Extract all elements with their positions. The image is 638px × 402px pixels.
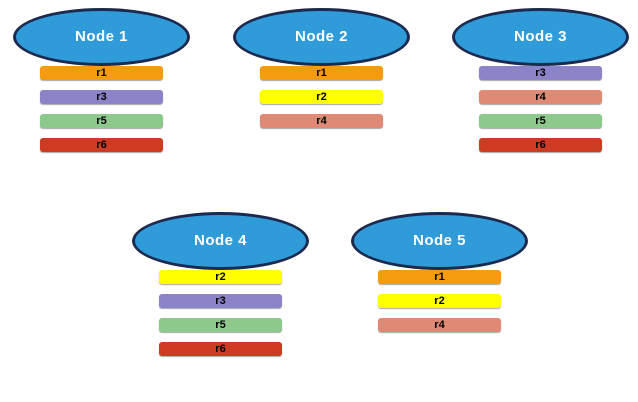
replica-label: r2 — [215, 270, 226, 283]
replica-bar[interactable]: r4 — [479, 90, 602, 104]
replica-label: r4 — [316, 114, 327, 127]
cylinder-top: Node 4 — [132, 212, 309, 270]
replica-label: r1 — [316, 66, 327, 79]
cylinder-top: Node 3 — [452, 8, 629, 66]
replica-label: r2 — [434, 294, 445, 307]
node-title: Node 1 — [74, 27, 128, 45]
replica-label: r3 — [96, 90, 107, 103]
replica-bar[interactable]: r3 — [40, 90, 163, 104]
node-cylinder-4[interactable]: Node 4 r2 r3 r5 r6 — [132, 212, 309, 384]
replica-label: r6 — [535, 138, 546, 151]
replica-bar[interactable]: r2 — [260, 90, 383, 104]
replica-label: r1 — [96, 66, 107, 79]
node-title: Node 2 — [294, 27, 348, 45]
replica-label: r2 — [316, 90, 327, 103]
replica-list: r3 r4 r5 r6 — [452, 66, 629, 152]
node-title: Node 3 — [513, 27, 567, 45]
cylinder-top: Node 1 — [13, 8, 190, 66]
node-title: Node 5 — [412, 231, 466, 249]
node-title: Node 4 — [193, 231, 247, 249]
replica-label: r3 — [535, 66, 546, 79]
replica-bar[interactable]: r1 — [40, 66, 163, 80]
replica-label: r4 — [434, 318, 445, 331]
replica-bar[interactable]: r6 — [479, 138, 602, 152]
node-cylinder-3[interactable]: Node 3 r3 r4 r5 r6 — [452, 8, 629, 180]
replica-list: r1 r2 r4 — [351, 270, 528, 332]
replica-bar[interactable]: r4 — [378, 318, 501, 332]
cylinder-top: Node 2 — [233, 8, 410, 66]
replica-bar[interactable]: r4 — [260, 114, 383, 128]
replica-label: r4 — [535, 90, 546, 103]
replica-bar[interactable]: r5 — [159, 318, 282, 332]
replica-bar[interactable]: r2 — [159, 270, 282, 284]
replica-list: r1 r2 r4 — [233, 66, 410, 128]
replica-label: r3 — [215, 294, 226, 307]
replica-bar[interactable]: r6 — [40, 138, 163, 152]
replica-bar[interactable]: r3 — [159, 294, 282, 308]
replica-bar[interactable]: r5 — [479, 114, 602, 128]
replica-bar[interactable]: r6 — [159, 342, 282, 356]
replica-bar[interactable]: r5 — [40, 114, 163, 128]
replica-label: r6 — [96, 138, 107, 151]
replica-list: r2 r3 r5 r6 — [132, 270, 309, 356]
cylinder-top: Node 5 — [351, 212, 528, 270]
replica-bar[interactable]: r1 — [260, 66, 383, 80]
replica-label: r5 — [96, 114, 107, 127]
replica-bar[interactable]: r2 — [378, 294, 501, 308]
node-cylinder-2[interactable]: Node 2 r1 r2 r4 — [233, 8, 410, 180]
replica-label: r1 — [434, 270, 445, 283]
replica-label: r5 — [535, 114, 546, 127]
replica-list: r1 r3 r5 r6 — [13, 66, 190, 152]
replica-bar[interactable]: r3 — [479, 66, 602, 80]
replica-label: r6 — [215, 342, 226, 355]
replica-label: r5 — [215, 318, 226, 331]
node-cylinder-5[interactable]: Node 5 r1 r2 r4 — [351, 212, 528, 384]
node-cylinder-1[interactable]: Node 1 r1 r3 r5 r6 — [13, 8, 190, 180]
replica-bar[interactable]: r1 — [378, 270, 501, 284]
